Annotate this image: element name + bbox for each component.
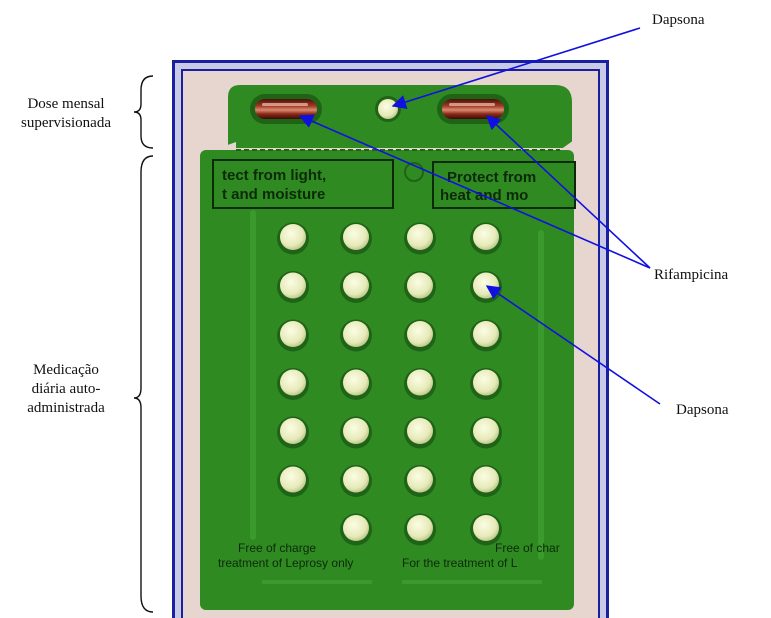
daily-tablet	[340, 513, 372, 546]
brace-daily	[133, 155, 154, 613]
warning-left-line1: tect from light,	[222, 167, 326, 184]
daily-tablet	[470, 222, 502, 255]
brace-monthly	[133, 75, 154, 149]
daily-tablet	[277, 319, 309, 352]
daily-tablet	[470, 368, 502, 400]
daily-tablet	[470, 271, 502, 303]
dapsona-monthly-tablet	[375, 96, 401, 122]
warning-box-right: Protect from heat and mo	[432, 161, 576, 209]
label-dapsona-top: Dapsona	[652, 12, 705, 28]
pack-footer: Free of charge treatment of Leprosy only…	[218, 541, 560, 570]
warning-box-left: tect from light, t and moisture	[212, 159, 394, 209]
daily-tablet	[277, 222, 309, 255]
daily-tablet	[470, 465, 502, 497]
daily-tablet	[340, 222, 372, 255]
daily-tablet	[340, 465, 372, 497]
daily-tablet	[470, 513, 502, 546]
daily-tablet	[404, 465, 436, 497]
daily-tablet	[340, 271, 372, 303]
daily-line2: diária auto-	[32, 381, 101, 397]
daily-line1: Medicação	[33, 362, 99, 378]
daily-tablet	[277, 416, 309, 449]
annotation-arrows	[298, 27, 661, 405]
daily-tablet	[470, 319, 502, 352]
monthly-line2: supervisionada	[21, 115, 111, 131]
daily-tablet	[470, 416, 502, 449]
daily-tablet	[404, 222, 436, 255]
footer-right-line2: For the treatment of L	[402, 556, 518, 570]
arrow-rifampicina-right	[485, 115, 651, 269]
label-daily-medication: Medicação diária auto- administrada	[27, 362, 105, 416]
label-rifampicina: Rifampicina	[654, 267, 728, 283]
daily-tablet	[404, 513, 436, 546]
rifampicina-capsule-left	[250, 94, 322, 124]
label-dapsona-right: Dapsona	[676, 402, 729, 418]
label-monthly-dose: Dose mensal supervisionada	[21, 96, 111, 131]
daily-tablet	[340, 368, 372, 400]
warning-right-line1: Protect from	[447, 169, 536, 186]
daily-line3: administrada	[27, 400, 105, 416]
daily-tablet	[404, 271, 436, 303]
arrow-dapsona-top	[391, 27, 641, 109]
footer-right-line1: Free of char	[495, 541, 560, 555]
footer-left-line2: treatment of Leprosy only	[218, 556, 353, 570]
footer-left-line1: Free of charge	[238, 541, 316, 555]
daily-tablet	[277, 465, 309, 497]
daily-tablet	[404, 319, 436, 352]
rifampicina-capsule-right	[437, 94, 509, 124]
daily-tablet	[404, 416, 436, 449]
daily-tablet	[340, 319, 372, 352]
blister-pack	[200, 85, 574, 610]
warning-left-line2: t and moisture	[222, 186, 325, 203]
monthly-line1: Dose mensal	[27, 96, 104, 112]
daily-tablet	[277, 271, 309, 303]
arrow-rifampicina-left	[298, 114, 651, 269]
daily-tablet	[404, 368, 436, 400]
daily-tablet	[277, 368, 309, 400]
daily-tablet	[340, 416, 372, 449]
arrow-dapsona-right	[485, 285, 661, 405]
